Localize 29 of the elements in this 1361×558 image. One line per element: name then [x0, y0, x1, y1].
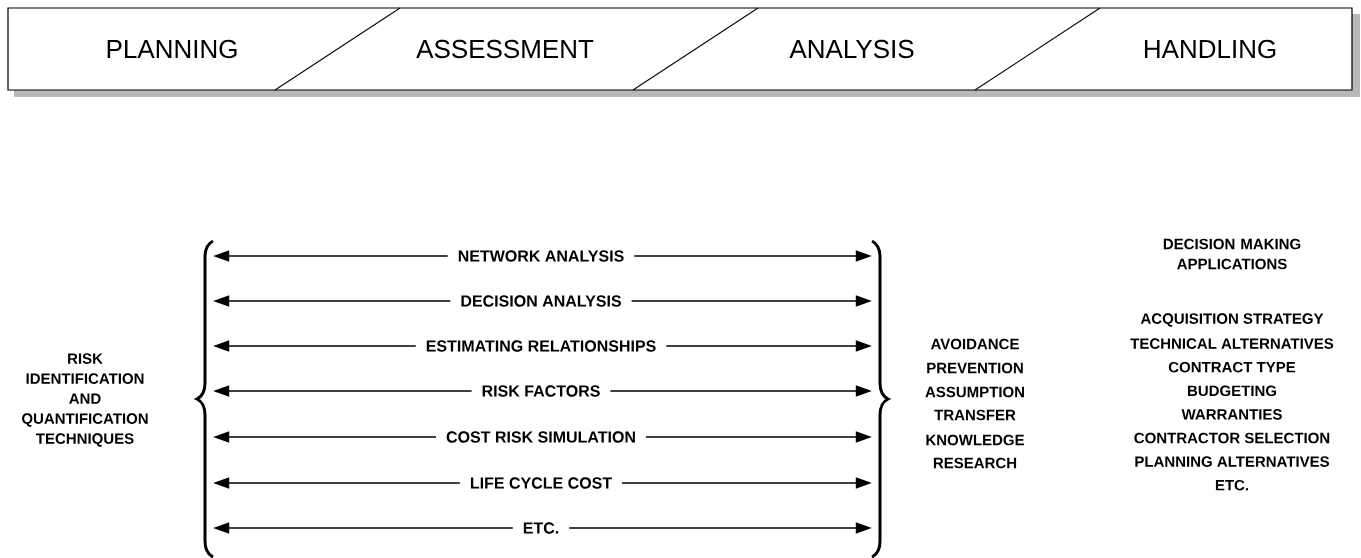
list-item: BUDGETING	[1188, 385, 1277, 397]
brace	[195, 239, 214, 558]
heading: RISK IDENTIFICATION AND QUANTIFICATION TECHNIQUES	[22, 353, 148, 447]
list-item: KNOWLEDGE	[926, 434, 1024, 446]
list-item: CONTRACTOR SELECTION	[1134, 432, 1330, 444]
list-item: TRANSFER	[934, 409, 1016, 421]
edge-label: RISK FACTORS	[471, 384, 611, 398]
edge-label: NETWORK ANALYSIS	[447, 249, 635, 263]
list-item: ACQUISITION STRATEGY	[1140, 313, 1324, 327]
list-item: PREVENTION	[927, 362, 1023, 374]
list-item: AVOIDANCE	[930, 338, 1019, 350]
edge-label: ETC.	[512, 521, 570, 535]
stage-label: PLANNING	[107, 39, 237, 59]
stage-label: ASSESSMENT	[416, 39, 594, 59]
heading: DECISION MAKING APPLICATIONS	[1163, 238, 1301, 270]
edge-label: COST RISK SIMULATION	[436, 430, 646, 444]
stage-label: ANALYSIS	[789, 39, 914, 59]
edge-label: ESTIMATING RELATIONSHIPS	[415, 339, 667, 353]
list-item: RESEARCH	[933, 457, 1017, 469]
list-item: ETC.	[1215, 479, 1249, 491]
list-item: PLANNING ALTERNATIVES	[1135, 456, 1330, 467]
edge-label: DECISION ANALYSIS	[450, 294, 632, 308]
list-item: TECHNICAL ALTERNATIVES	[1130, 338, 1334, 349]
edge-label: LIFE CYCLE COST	[459, 476, 623, 490]
brace	[871, 239, 890, 558]
stage-label: HANDLING	[1144, 39, 1276, 59]
list-item: CONTRACT TYPE	[1168, 361, 1296, 373]
list-item: ASSUMPTION	[925, 386, 1024, 398]
list-item: WARRANTIES	[1181, 409, 1282, 420]
